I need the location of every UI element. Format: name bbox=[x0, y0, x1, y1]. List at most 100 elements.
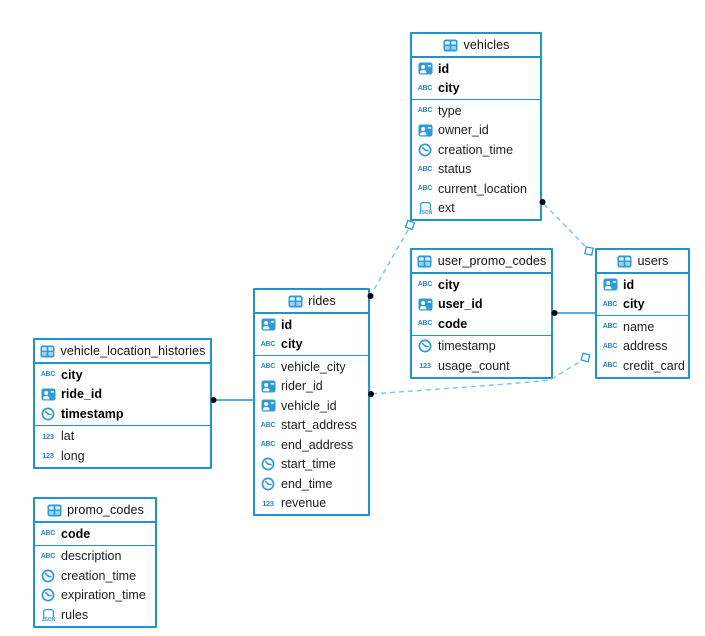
table-header[interactable]: rides bbox=[255, 290, 368, 314]
column-name: city bbox=[438, 81, 460, 96]
relation-rides-vehicles[interactable] bbox=[367, 219, 416, 299]
column-name: description bbox=[61, 549, 122, 564]
column-name: long bbox=[61, 448, 85, 463]
table-icon bbox=[417, 255, 433, 268]
relation-user-promo-codes-users[interactable] bbox=[551, 310, 596, 316]
uuid-icon bbox=[417, 62, 433, 75]
uuid-icon bbox=[417, 298, 433, 311]
column-name: ext bbox=[438, 201, 455, 216]
column-row-vehicle_id[interactable]: vehicle_id bbox=[255, 396, 368, 416]
time-icon bbox=[40, 407, 56, 421]
table-vehicle-location-histories[interactable]: vehicle_location_histories ABC city ride_i… bbox=[33, 338, 212, 469]
column-row-timestamp[interactable]: timestamp bbox=[35, 404, 210, 424]
column-row-creation_time[interactable]: creation_time bbox=[412, 140, 540, 160]
column-name: timestamp bbox=[61, 406, 124, 421]
table-icon bbox=[287, 295, 303, 308]
column-row-expiration_time[interactable]: expiration_time bbox=[35, 586, 155, 606]
column-name: city bbox=[438, 277, 460, 292]
uuid-icon bbox=[602, 278, 618, 291]
table-title: vehicles bbox=[463, 38, 510, 52]
string-icon: ABC bbox=[602, 342, 618, 350]
string-icon: ABC bbox=[260, 340, 276, 348]
column-name: lat bbox=[61, 429, 75, 444]
number-icon: 123 bbox=[419, 361, 431, 371]
column-row-status[interactable]: ABC status bbox=[412, 160, 540, 180]
table-header[interactable]: user_promo_codes bbox=[412, 250, 551, 274]
string-icon: ABC bbox=[417, 165, 433, 173]
column-row-rider_id[interactable]: rider_id bbox=[255, 377, 368, 397]
key-columns-section: ABC city ride_id timestamp bbox=[35, 364, 210, 426]
column-name: code bbox=[61, 526, 91, 541]
column-name: ride_id bbox=[61, 387, 102, 402]
number-icon: 123 bbox=[262, 498, 274, 508]
column-name: expiration_time bbox=[61, 588, 146, 603]
column-row-ride_id[interactable]: ride_id bbox=[35, 385, 210, 405]
column-row-id[interactable]: id bbox=[255, 315, 368, 335]
column-name: city bbox=[61, 367, 83, 382]
column-row-start_time[interactable]: start_time bbox=[255, 455, 368, 475]
table-header[interactable]: vehicles bbox=[412, 34, 540, 58]
time-icon bbox=[260, 477, 276, 491]
string-icon: ABC bbox=[417, 84, 433, 92]
column-name: name bbox=[623, 319, 655, 334]
column-row-current_location[interactable]: ABC current_location bbox=[412, 179, 540, 199]
column-row-timestamp[interactable]: timestamp bbox=[412, 337, 551, 357]
string-icon: ABC bbox=[260, 441, 276, 449]
time-icon bbox=[40, 588, 56, 602]
table-header[interactable]: users bbox=[597, 250, 688, 274]
column-name: vehicle_city bbox=[281, 359, 346, 374]
column-name: owner_id bbox=[438, 123, 489, 138]
uuid-icon bbox=[417, 124, 433, 137]
column-row-id[interactable]: id bbox=[597, 275, 688, 295]
column-name: status bbox=[438, 162, 472, 177]
column-row-owner_id[interactable]: owner_id bbox=[412, 121, 540, 141]
column-name: id bbox=[281, 317, 293, 332]
column-name: user_id bbox=[438, 297, 483, 312]
column-row-creation_time[interactable]: creation_time bbox=[35, 566, 155, 586]
column-name: usage_count bbox=[438, 358, 510, 373]
table-icon bbox=[616, 255, 632, 268]
column-row-id[interactable]: id bbox=[412, 59, 540, 79]
column-row-end_time[interactable]: end_time bbox=[255, 474, 368, 494]
column-row-city[interactable]: ABC city bbox=[35, 365, 210, 385]
string-icon: ABC bbox=[260, 421, 276, 429]
column-name: creation_time bbox=[438, 142, 514, 157]
column-name: current_location bbox=[438, 181, 527, 196]
string-icon: ABC bbox=[40, 371, 56, 379]
string-icon: ABC bbox=[417, 185, 433, 193]
relation-vehicles-users[interactable] bbox=[539, 199, 594, 256]
column-row-city[interactable]: ABC city bbox=[412, 79, 540, 99]
string-icon: ABC bbox=[417, 320, 433, 328]
relation-vehicle-location-histories-rides[interactable] bbox=[210, 397, 254, 403]
column-row-usage_count[interactable]: 123 usage_count bbox=[412, 356, 551, 376]
table-header[interactable]: promo_codes bbox=[35, 499, 155, 523]
string-icon: ABC bbox=[417, 107, 433, 115]
column-row-user_id[interactable]: user_id bbox=[412, 295, 551, 315]
table-header[interactable]: vehicle_location_histories bbox=[35, 340, 210, 364]
